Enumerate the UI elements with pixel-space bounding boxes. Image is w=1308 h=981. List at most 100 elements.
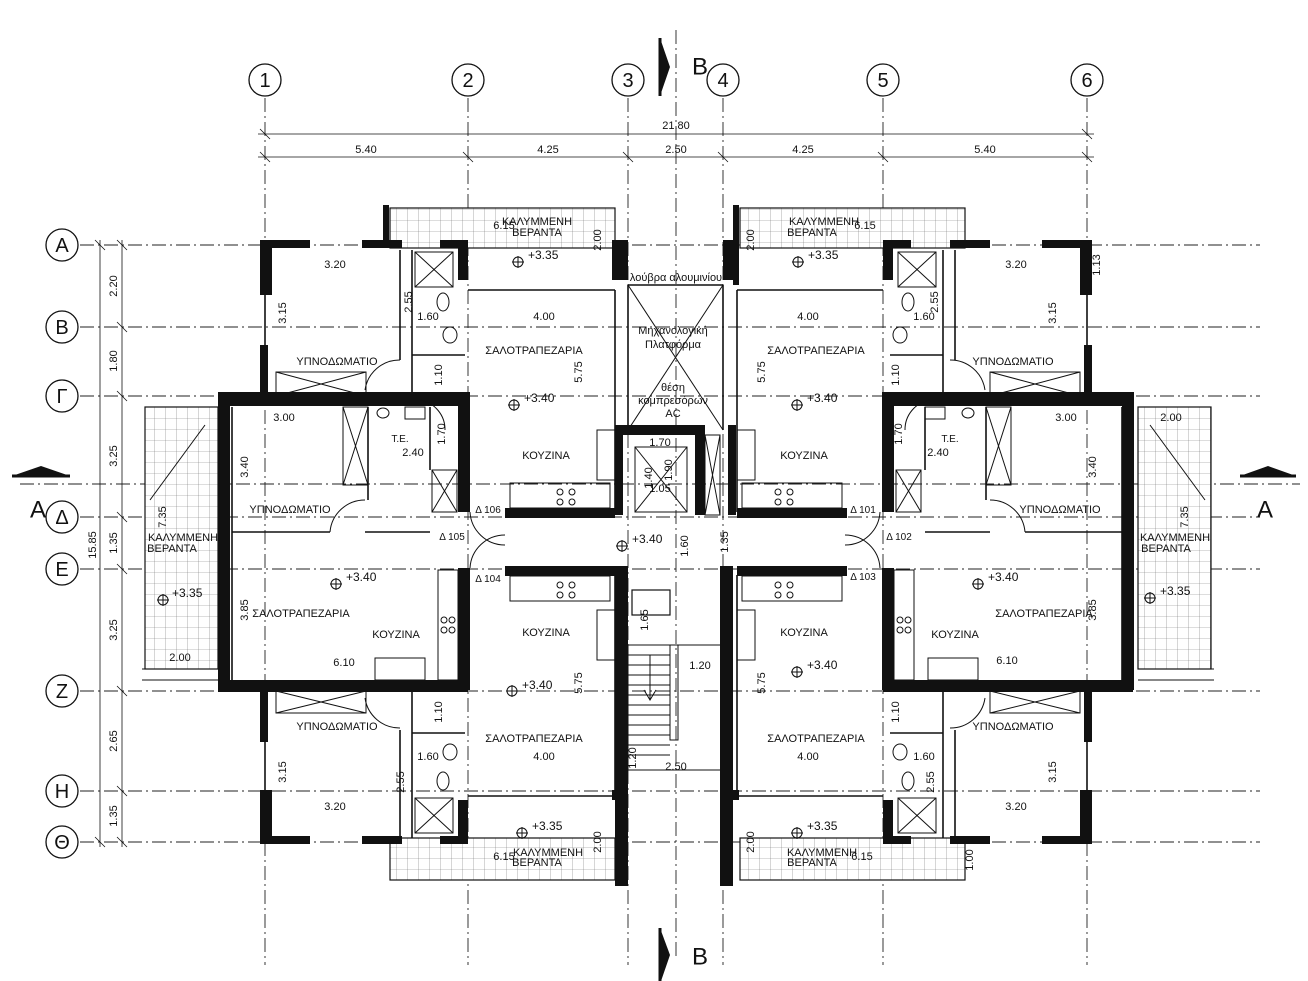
dim-610-left: 6.10 [333, 657, 354, 669]
bedroom-mr: ΥΠΝΟΔΩΜΑΤΙΟ [1019, 504, 1101, 516]
dim-top-seg-4: 4.25 [792, 144, 813, 156]
door-tag-101: Δ 101 [850, 505, 876, 516]
veranda-br-line2: ΒΕΡΑΝΤΑ [787, 857, 837, 869]
dim-top-seg-2: 4.25 [537, 144, 558, 156]
section-label-bottom: B [692, 944, 708, 971]
veranda-bl-line2: ΒΕΡΑΝΤΑ [512, 857, 562, 869]
dim-240-right: 2.40 [927, 447, 948, 459]
dim-top-seg-5: 5.40 [974, 144, 995, 156]
veranda-tl-line2: ΒΕΡΑΝΤΑ [512, 227, 562, 239]
door-tag-103: Δ 103 [850, 572, 876, 583]
dim-200-vmr: 2.00 [1160, 412, 1181, 424]
level-living-tr: +3.40 [807, 391, 838, 405]
bedroom-tl: ΥΠΝΟΔΩΜΑΤΙΟ [296, 356, 378, 368]
section-label-top: B [692, 54, 708, 81]
door-swings [329, 359, 1026, 729]
dim-385-right: 3.85 [1087, 599, 1099, 620]
door-tag-102: Δ 102 [886, 532, 912, 543]
dim-255-br: 2.55 [925, 771, 937, 792]
dim-385-left: 3.85 [239, 599, 251, 620]
dim-140-lift: 1.40 [643, 467, 655, 488]
dim-735-right: 7.35 [1179, 506, 1191, 527]
door-tag-106: Δ 106 [475, 505, 501, 516]
vertical-axis-bubbles [248, 63, 1104, 97]
dim-113: 1.13 [1091, 254, 1103, 275]
mech-platform-line2: Πλατφόρμα [645, 339, 702, 351]
dim-320-bl: 3.20 [324, 801, 345, 813]
axis-label-theta: Θ [54, 832, 70, 854]
dim-total-height: 15.85 [87, 531, 99, 559]
veranda-br-line1: ΚΑΛΥΜΜΕΝΗ [787, 847, 857, 859]
level-markers [157, 256, 1156, 839]
axis-label-alpha: Α [55, 235, 69, 257]
dim-575-tr: 5.75 [756, 361, 768, 382]
structural-walls [218, 205, 1134, 886]
dim-340-left: 3.40 [239, 456, 251, 477]
dim-315-tl: 3.15 [277, 302, 289, 323]
level-living-bl: +3.40 [522, 678, 553, 692]
dim-575-br: 5.75 [756, 672, 768, 693]
veranda-ml-line2: ΒΕΡΑΝΤΑ [147, 543, 197, 555]
dim-320-tr: 3.20 [1005, 259, 1026, 271]
fixtures [149, 251, 1206, 834]
dim-200-vtr: 2.00 [745, 229, 757, 250]
dim-left-seg-2: 1.80 [108, 350, 120, 371]
dim-320-br: 3.20 [1005, 801, 1026, 813]
bedroom-ml: ΥΠΝΟΔΩΜΑΤΙΟ [249, 504, 331, 516]
compressor-line2: κομπρεσόρων [638, 395, 708, 407]
level-veranda-tl: +3.35 [528, 248, 559, 262]
dim-400-tr: 4.00 [797, 311, 818, 323]
axis-label-1: 1 [259, 70, 270, 92]
dim-575-tl: 5.75 [573, 361, 585, 382]
kitchen-br: ΚΟΥΖΙΝΑ [780, 627, 828, 639]
veranda-tr-line2: ΒΕΡΑΝΤΑ [787, 227, 837, 239]
dim-200-vtl: 2.00 [592, 229, 604, 250]
bedroom-br: ΥΠΝΟΔΩΜΑΤΙΟ [972, 721, 1054, 733]
dim-255-bl: 2.55 [395, 771, 407, 792]
dim-135-corridor: 1.35 [719, 531, 731, 552]
dim-left-seg-3: 3.25 [108, 445, 120, 466]
dim-400-tl: 4.00 [533, 311, 554, 323]
veranda-tr-line1: ΚΑΛΥΜΜΕΝΗ [789, 216, 859, 228]
axis-label-epsilon: Ε [55, 559, 68, 581]
dim-170-core: 1.70 [649, 437, 670, 449]
dim-615-tl: 6.15 [493, 220, 514, 232]
dim-left-seg-6: 2.65 [108, 730, 120, 751]
veranda-mr-line2: ΒΕΡΑΝΤΑ [1141, 543, 1191, 555]
dim-left-seg-7: 1.35 [108, 805, 120, 826]
axis-label-3: 3 [622, 70, 633, 92]
dim-left-seg-1: 2.20 [108, 275, 120, 296]
door-tags: Δ 106 Δ 105 Δ 104 Δ 101 Δ 102 Δ 103 [439, 505, 912, 585]
living-mr: ΣΑΛΟΤΡΑΠΕΖΑΡΙΑ [995, 608, 1093, 620]
living-bl: ΣΑΛΟΤΡΑΠΕΖΑΡΙΑ [485, 733, 583, 745]
veranda-ml-line1: ΚΑΛΥΜΜΕΝΗ [148, 532, 218, 544]
dim-160-tl: 1.60 [417, 311, 438, 323]
axis-label-6: 6 [1081, 70, 1092, 92]
dim-total-width: 21.80 [662, 120, 690, 132]
dim-100: 1.00 [964, 849, 976, 870]
level-veranda-mr: +3.35 [1160, 584, 1191, 598]
dim-top-seg-1: 5.40 [355, 144, 376, 156]
living-ml: ΣΑΛΟΤΡΑΠΕΖΑΡΙΑ [252, 608, 350, 620]
dim-250-stair: 2.50 [665, 761, 686, 773]
living-tl: ΣΑΛΟΤΡΑΠΕΖΑΡΙΑ [485, 345, 583, 357]
mech-platform-hatch [627, 284, 724, 431]
dim-255-tr: 2.55 [929, 291, 941, 312]
axis-label-4: 4 [717, 70, 728, 92]
dim-315-bl: 3.15 [277, 761, 289, 782]
dim-320-tl: 3.20 [324, 259, 345, 271]
bedroom-tr: ΥΠΝΟΔΩΜΑΤΙΟ [972, 356, 1054, 368]
dim-300-right: 3.00 [1055, 412, 1076, 424]
dim-170-left: 1.70 [436, 423, 448, 444]
dim-200-vbl: 2.00 [592, 831, 604, 852]
dim-110-bl: 1.10 [433, 701, 445, 722]
dim-120-stair: 1.20 [689, 660, 710, 672]
dim-160-br: 1.60 [913, 751, 934, 763]
dim-170-right: 1.70 [893, 423, 905, 444]
dim-160-bl: 1.60 [417, 751, 438, 763]
mech-platform-line1: Μηχανολογική [638, 325, 708, 337]
dim-735-left: 7.35 [157, 506, 169, 527]
dim-left-seg-5: 3.25 [108, 619, 120, 640]
dim-400-br: 4.00 [797, 751, 818, 763]
